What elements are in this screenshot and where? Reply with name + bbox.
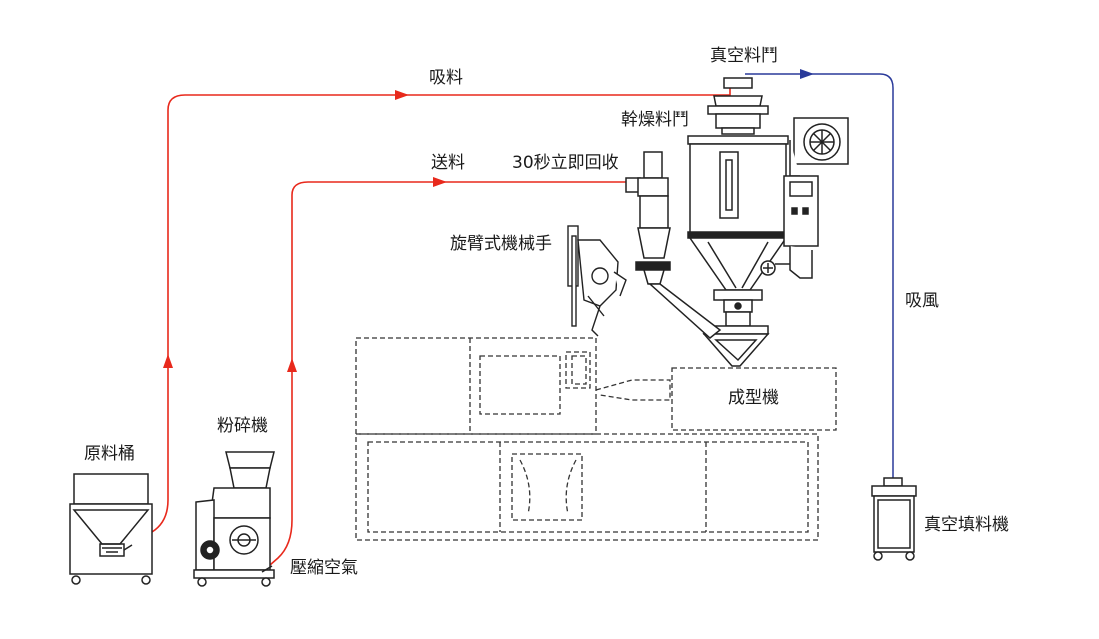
- label-dryer-hopper: 幹燥料鬥: [621, 110, 689, 130]
- label-recycle: 30秒立即回收: [512, 153, 619, 173]
- suction-line: [131, 80, 731, 546]
- label-vacuum-hopper: 真空料鬥: [710, 46, 778, 66]
- suction-arrow-vertical: [163, 354, 173, 368]
- cyclone-separator: [625, 151, 722, 339]
- vacuum-loader: [871, 477, 917, 561]
- feeding-arrow-vertical: [287, 358, 297, 372]
- label-molding-machine: 成型機: [728, 388, 779, 408]
- air-suction-line: [745, 69, 894, 478]
- crusher: [193, 451, 275, 587]
- label-feeding: 送料: [431, 153, 465, 173]
- dryer-hopper: [687, 77, 789, 367]
- molding-machine-outline: [355, 337, 819, 541]
- label-suction: 吸料: [429, 68, 463, 88]
- robot-arm: [567, 225, 627, 337]
- label-vacuum-loader: 真空填料機: [924, 515, 1009, 535]
- molding-machine-head: [671, 367, 837, 431]
- label-robot-arm: 旋臂式機械手: [450, 234, 552, 254]
- label-air-suction: 吸風: [905, 291, 939, 311]
- feeding-line: [261, 177, 628, 573]
- suction-arrow-horizontal: [395, 90, 409, 100]
- label-raw-bin: 原料桶: [84, 444, 135, 464]
- air-arrow: [800, 69, 814, 79]
- label-crusher: 粉碎機: [217, 416, 268, 436]
- raw-material-bin: [69, 473, 153, 585]
- feeding-arrow-horizontal: [433, 177, 447, 187]
- dryer-blower: [760, 117, 849, 279]
- label-compressed-air: 壓縮空氣: [290, 558, 358, 578]
